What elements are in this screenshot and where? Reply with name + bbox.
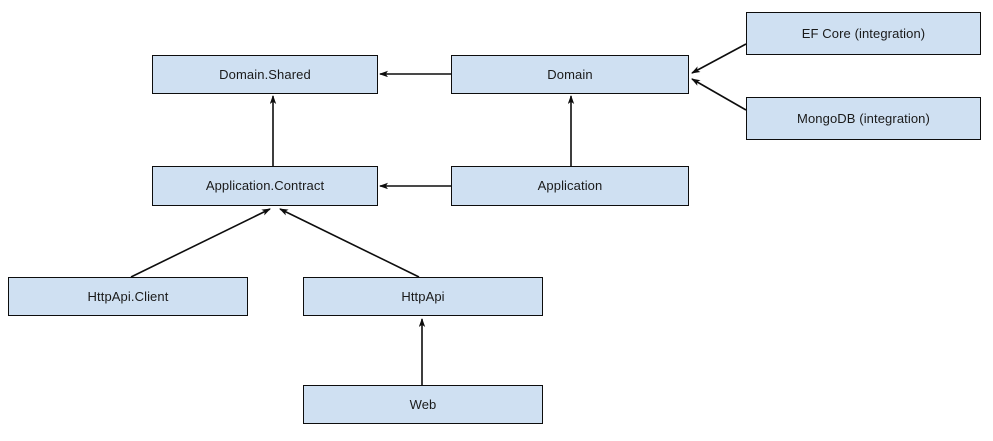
node-mongodb-integration[interactable]: MongoDB (integration) <box>746 97 981 140</box>
node-label: Domain.Shared <box>219 66 311 82</box>
edge-mongodb-to-domain <box>691 78 747 111</box>
edge-httpapi-to-application-contract <box>279 208 420 278</box>
node-label: MongoDB (integration) <box>797 110 930 126</box>
node-httpapi-client[interactable]: HttpApi.Client <box>8 277 248 316</box>
node-web[interactable]: Web <box>303 385 543 424</box>
node-label: Application.Contract <box>205 178 325 193</box>
node-domain-shared[interactable]: Domain.Shared <box>152 55 378 94</box>
node-label: Application <box>537 178 603 193</box>
edge-ef-core-to-domain <box>691 43 747 74</box>
node-application[interactable]: Application <box>451 166 689 206</box>
node-label: HttpApi.Client <box>87 288 169 304</box>
node-label: EF Core (integration) <box>801 25 926 41</box>
node-httpapi[interactable]: HttpApi <box>303 277 543 316</box>
node-label: HttpApi <box>401 288 445 304</box>
node-ef-core-integration[interactable]: EF Core (integration) <box>746 12 981 55</box>
node-label: Domain <box>547 66 593 82</box>
edge-httpapi-client-to-application-contract <box>130 208 271 278</box>
node-domain[interactable]: Domain <box>451 55 689 94</box>
node-label: Web <box>409 396 437 412</box>
node-application-contract[interactable]: Application.Contract <box>152 166 378 206</box>
